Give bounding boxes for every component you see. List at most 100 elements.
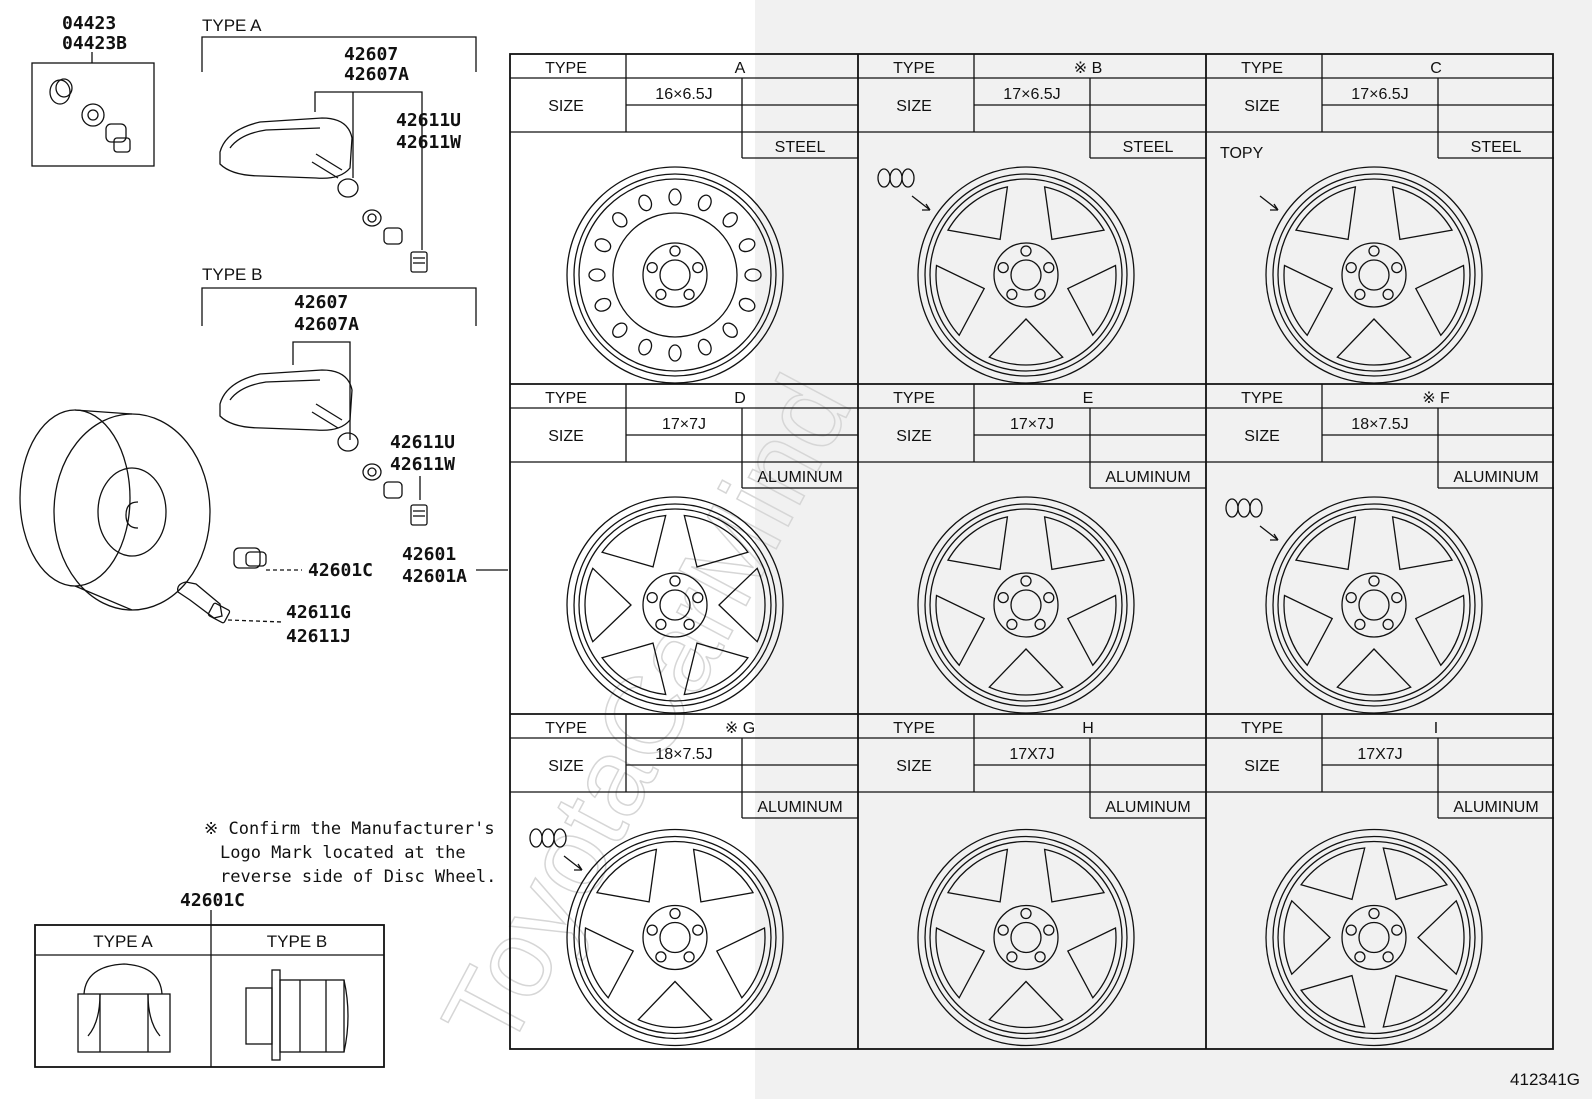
wheel-cell-6: TYPE ※ F SIZE 18×7.5J ALUMINUM (1206, 384, 1554, 714)
flange-nut-drawing (245, 969, 349, 1061)
type-label: TYPE (893, 60, 935, 77)
wheel-size-value: 17X7J (1009, 746, 1054, 763)
wheel-cell-2: TYPE ※ B SIZE 17×6.5J STEEL (858, 54, 1206, 384)
size-label: SIZE (896, 98, 932, 115)
wheel-type-value: E (1083, 390, 1094, 407)
wheel-drawing (917, 496, 1135, 714)
lug-nut-group: 42601C (233, 547, 373, 581)
wheel-part-1: 42601 (402, 544, 456, 565)
lug-nut-part: 42601C (308, 560, 373, 581)
valve-stem-group: 42611G 42611J (177, 581, 351, 647)
type-b-sensor-part-2: 42607A (294, 314, 359, 335)
wheel-drawing (566, 166, 784, 384)
type-a-label: TYPE A (202, 16, 262, 35)
type-a-group: TYPE A 42607 42607A 42611U 42611W (201, 16, 477, 273)
wheel-material: ALUMINUM (1105, 469, 1190, 486)
size-label: SIZE (548, 428, 584, 445)
valve-stem-part-1: 42611G (286, 602, 351, 623)
type-b-tpms-sensor-drawing (219, 369, 428, 526)
wheel-type-value: ※ F (1422, 390, 1450, 407)
wheel-material: ALUMINUM (757, 799, 842, 816)
wheel-type-value: H (1082, 720, 1094, 737)
wheel-cell-9: TYPE I SIZE 17X7J ALUMINUM (1206, 714, 1554, 1047)
wheel-drawing (917, 828, 1135, 1047)
valve-kit-drawing (49, 78, 131, 153)
valve-kit-group: 04423 04423B (31, 13, 155, 167)
wheel-type-value: ※ G (725, 720, 755, 737)
type-b-label: TYPE B (202, 265, 262, 284)
type-b-sensor-part-1: 42607 (294, 292, 348, 313)
nut-type-table: 42601C TYPE A TYPE B (34, 890, 385, 1068)
wheel-size-value: 18×7.5J (1351, 416, 1408, 433)
logo-mark-arrow-icon (1225, 498, 1279, 541)
wheel-drawing (566, 496, 784, 714)
logo-mark-arrow-icon (877, 168, 931, 211)
nut-table-part: 42601C (180, 890, 245, 911)
size-label: SIZE (548, 758, 584, 775)
wheel-cell-7: TYPE ※ G SIZE 18×7.5J ALUMINUM (510, 714, 858, 1047)
type-a-tpms-sensor-drawing (219, 117, 428, 273)
size-label: SIZE (1244, 758, 1280, 775)
wheel-material: STEEL (1471, 139, 1522, 156)
type-b-group: TYPE B 42607 42607A 42611U 42611W (201, 265, 477, 526)
type-a-sensor-part-2: 42607A (344, 64, 409, 85)
type-a-valve-part-2: 42611W (396, 132, 461, 153)
wheel-drawing (566, 828, 784, 1047)
wheel-material: ALUMINUM (757, 469, 842, 486)
type-a-sensor-part-1: 42607 (344, 44, 398, 65)
size-label: SIZE (1244, 98, 1280, 115)
wheel-material: ALUMINUM (1453, 799, 1538, 816)
type-label: TYPE (893, 720, 935, 737)
type-label: TYPE (1241, 390, 1283, 407)
size-label: SIZE (548, 98, 584, 115)
wheel-material: ALUMINUM (1105, 799, 1190, 816)
diagram-code: 412341G (1510, 1070, 1580, 1089)
wheel-material: ALUMINUM (1453, 469, 1538, 486)
wheel-type-table: TYPE A SIZE 16×6.5J STEEL TYPE ※ B SIZE 17×6.5J S… (509, 53, 1554, 1050)
wheel-type-value: A (735, 60, 746, 77)
wheel-cell-4: TYPE D SIZE 17×7J ALUMINUM (510, 384, 858, 714)
size-label: SIZE (896, 758, 932, 775)
nut-table-col-b: TYPE B (267, 932, 327, 951)
type-label: TYPE (545, 390, 587, 407)
wheel-material: STEEL (775, 139, 826, 156)
manufacturer-note: ※ Confirm the Manufacturer's Logo Mark l… (204, 819, 496, 887)
wheel-size-value: 16×6.5J (655, 86, 712, 103)
tire-drawing (19, 409, 211, 611)
wheel-drawing (917, 166, 1135, 384)
type-b-valve-part-1: 42611U (390, 432, 455, 453)
valve-stem-part-2: 42611J (286, 626, 351, 647)
note-line-1: ※ Confirm the Manufacturer's (204, 819, 495, 839)
type-a-valve-part-1: 42611U (396, 110, 461, 131)
wheel-type-value: C (1430, 60, 1442, 77)
type-label: TYPE (545, 720, 587, 737)
wheel-size-value: 18×7.5J (655, 746, 712, 763)
type-label: TYPE (1241, 60, 1283, 77)
wheel-size-value: 17X7J (1357, 746, 1402, 763)
logo-mark-arrow-icon (1259, 195, 1279, 211)
valve-kit-part-a: 04423 (62, 13, 116, 34)
watermark: ToyotaCarMind (419, 357, 875, 1068)
size-label: SIZE (1244, 428, 1280, 445)
wheel-cell-1: TYPE A SIZE 16×6.5J STEEL (510, 54, 858, 384)
wheel-drawing (1265, 828, 1483, 1047)
type-b-valve-part-2: 42611W (390, 454, 455, 475)
wheel-size-value: 17×7J (662, 416, 706, 433)
wheel-part-group: 42601 42601A (402, 544, 508, 587)
type-label: TYPE (545, 60, 587, 77)
wheel-drawing (1265, 496, 1483, 714)
logo-mark-arrow-icon (529, 828, 583, 871)
wheel-size-value: 17×7J (1010, 416, 1054, 433)
wheel-cell-8: TYPE H SIZE 17X7J ALUMINUM (858, 714, 1206, 1047)
note-line-2: Logo Mark located at the (220, 843, 466, 863)
wheel-type-value: I (1434, 720, 1438, 737)
wheel-material: STEEL (1123, 139, 1174, 156)
type-label: TYPE (1241, 720, 1283, 737)
wheel-type-value: ※ B (1074, 60, 1103, 77)
wheel-size-value: 17×6.5J (1351, 86, 1408, 103)
wheel-size-value: 17×6.5J (1003, 86, 1060, 103)
wheel-type-value: D (734, 390, 746, 407)
